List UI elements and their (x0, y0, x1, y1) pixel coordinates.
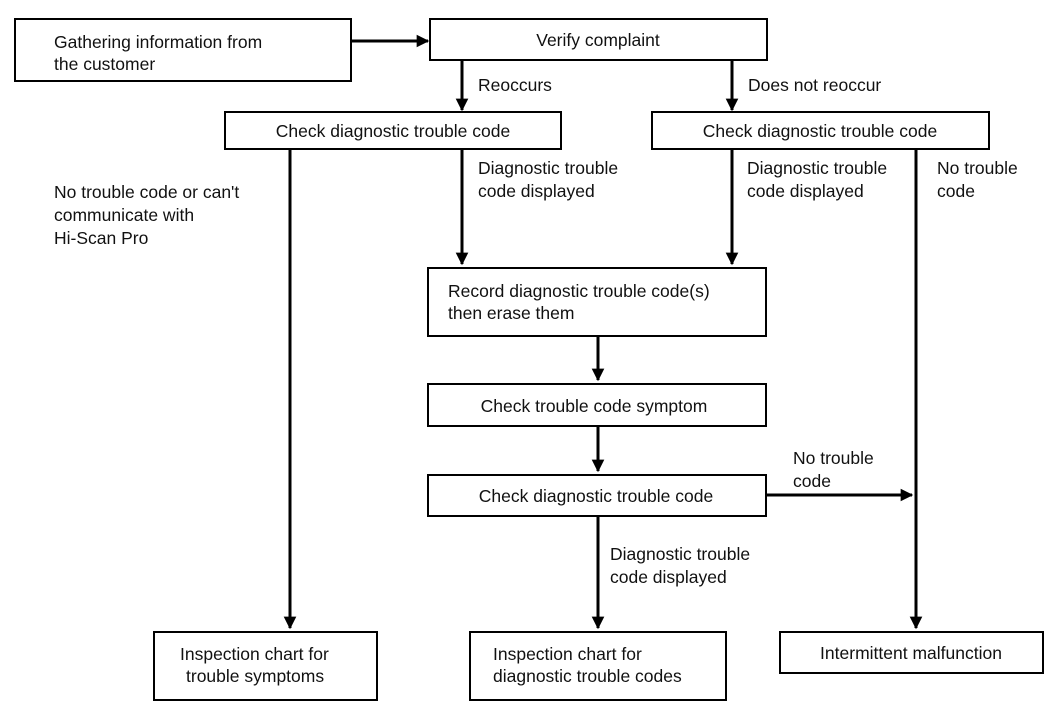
node-check-dtc-right: Check diagnostic trouble code (651, 111, 990, 150)
node-check-symptom-label: Check trouble code symptom (481, 396, 708, 416)
edge-label-displayed-left-line2: code displayed (478, 181, 595, 201)
edge-label-displayed-left: Diagnostic trouble code displayed (478, 158, 618, 201)
edge-label-no-code-mid-line1: No trouble (793, 448, 874, 468)
node-check-dtc-left: Check diagnostic trouble code (224, 111, 562, 150)
edge-label-displayed-right: Diagnostic trouble code displayed (747, 158, 887, 201)
node-gather-line1: Gathering information from (54, 32, 262, 52)
edge-label-displayed-mid-line1: Diagnostic trouble (610, 544, 750, 564)
node-inspect-symptoms-line1: Inspection chart for (180, 644, 329, 664)
connectors (283, 34, 923, 630)
node-inspect-codes-line2: diagnostic trouble codes (493, 666, 682, 686)
node-record-line1: Record diagnostic trouble code(s) (448, 281, 710, 301)
edge-label-no-code-mid: No trouble code (793, 448, 874, 491)
node-intermittent: Intermittent malfunction (779, 631, 1044, 674)
edge-label-no-code-left: No trouble code or can't communicate with… (54, 182, 239, 248)
edge-label-no-code-left-line3: Hi-Scan Pro (54, 228, 148, 248)
edge-label-displayed-right-line2: code displayed (747, 181, 864, 201)
edge-label-reoccurs: Reoccurs (478, 75, 552, 95)
edge-label-no-code-right-line2: code (937, 181, 975, 201)
node-gather-line2: the customer (54, 54, 155, 74)
edge-label-no-code-mid-line2: code (793, 471, 831, 491)
edge-label-displayed-mid-line2: code displayed (610, 567, 727, 587)
edge-label-displayed-left-line1: Diagnostic trouble (478, 158, 618, 178)
node-check-dtc-mid: Check diagnostic trouble code (427, 474, 767, 517)
node-intermittent-label: Intermittent malfunction (820, 643, 1002, 663)
node-verify-label: Verify complaint (536, 30, 660, 50)
node-check-dtc-mid-label: Check diagnostic trouble code (479, 486, 713, 506)
edge-label-no-code-left-line1: No trouble code or can't (54, 182, 239, 202)
node-verify-complaint: Verify complaint (429, 18, 768, 61)
edge-label-displayed-right-line1: Diagnostic trouble (747, 158, 887, 178)
edge-label-not-reoccur: Does not reoccur (748, 75, 881, 95)
node-check-dtc-left-label: Check diagnostic trouble code (276, 121, 510, 141)
edge-label-no-code-right-line1: No trouble (937, 158, 1018, 178)
edge-label-displayed-mid: Diagnostic trouble code displayed (610, 544, 750, 587)
edge-label-no-code-right: No trouble code (937, 158, 1018, 201)
node-check-dtc-right-label: Check diagnostic trouble code (703, 121, 937, 141)
node-record-erase: Record diagnostic trouble code(s)then er… (427, 267, 767, 337)
node-inspect-codes-line1: Inspection chart for (493, 644, 642, 664)
svg-text:Record diagnostic trouble code: Record diagnostic trouble code(s)then er… (448, 281, 710, 323)
node-check-symptom: Check trouble code symptom (427, 383, 767, 427)
node-record-line2: then erase them (448, 303, 574, 323)
edge-label-no-code-left-line2: communicate with (54, 205, 194, 225)
node-inspect-symptoms-line2: trouble symptoms (186, 666, 324, 686)
